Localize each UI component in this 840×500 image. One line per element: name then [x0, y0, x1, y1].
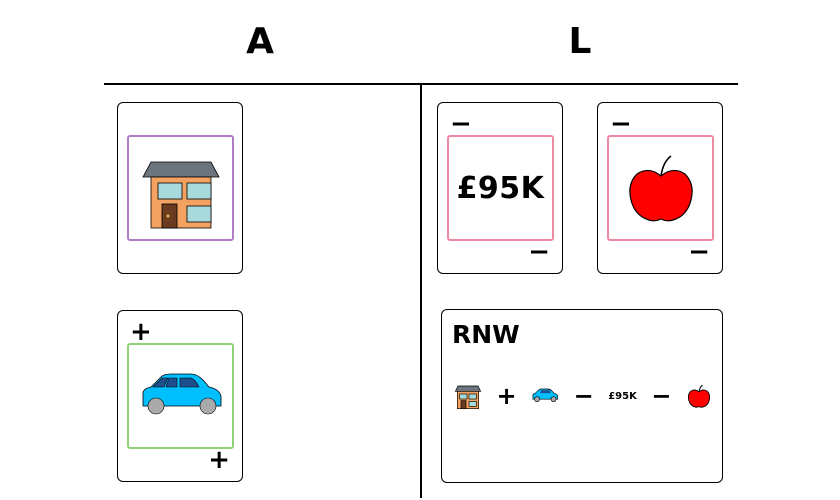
- minus-sign-bottom: −: [688, 237, 710, 267]
- column-header-assets: A: [246, 21, 274, 62]
- amount-label: £95K: [456, 170, 545, 206]
- house-icon: [454, 385, 482, 409]
- apple-card[interactable]: − −: [597, 102, 723, 274]
- plus-sign-bottom: +: [208, 445, 230, 475]
- minus-operator: −: [651, 382, 672, 410]
- house-icon: [141, 161, 220, 229]
- plus-operator: +: [496, 382, 517, 410]
- amount-label-small: £95K: [608, 390, 637, 402]
- rnw-title: RNW: [452, 320, 520, 349]
- column-header-liabilities: L: [568, 21, 592, 62]
- amount-card[interactable]: − £95K −: [437, 102, 563, 274]
- car-icon: [532, 388, 559, 403]
- apple-card-frame: [607, 135, 714, 241]
- rnw-summary-card[interactable]: RNW + − £95K −: [441, 309, 723, 483]
- house-card[interactable]: [117, 102, 243, 274]
- plus-sign-top: +: [130, 317, 152, 347]
- minus-operator: −: [573, 382, 594, 410]
- apple-icon: [687, 384, 711, 408]
- car-card-frame: [127, 343, 234, 449]
- rnw-equation: + − £95K −: [454, 380, 712, 412]
- amount-card-frame: £95K: [447, 135, 554, 241]
- apple-icon: [628, 155, 693, 222]
- column-divider: [420, 84, 422, 498]
- car-icon: [142, 373, 221, 415]
- car-card[interactable]: + +: [117, 310, 243, 482]
- house-card-frame: [127, 135, 234, 241]
- minus-sign-bottom: −: [528, 237, 550, 267]
- minus-sign-top: −: [450, 109, 472, 139]
- minus-sign-top: −: [610, 109, 632, 139]
